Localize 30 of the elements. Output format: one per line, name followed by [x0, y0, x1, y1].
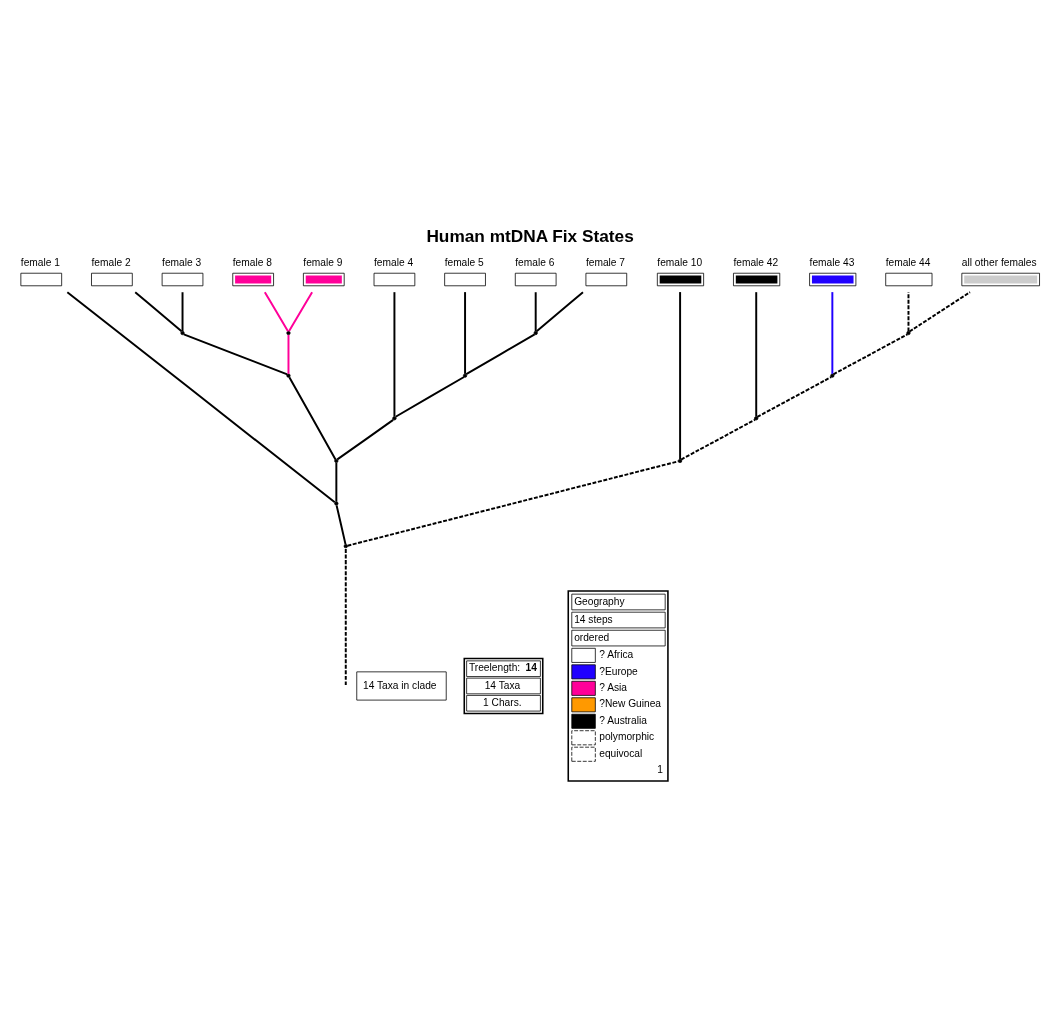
- node-label: female 10: [657, 256, 703, 268]
- label: 14 Taxa in clade: [363, 679, 437, 691]
- legend-label: ?Europe: [599, 665, 638, 677]
- node-label: female 6: [515, 256, 555, 268]
- node-label: female 7: [585, 256, 625, 268]
- legend-label: ? Australia: [599, 714, 647, 726]
- node-label: female 9: [303, 256, 343, 268]
- label: 14 steps: [574, 613, 613, 625]
- label: 1: [657, 763, 664, 775]
- node-label: female 44: [885, 256, 931, 268]
- node-label: female 42: [733, 256, 779, 268]
- legend-label: ? Asia: [599, 681, 628, 693]
- label: 14 Taxa: [484, 679, 521, 691]
- diagram-title: Human mtDNA Fix States: [426, 225, 634, 246]
- node-label: female 1: [20, 256, 60, 268]
- node-label: female 8: [232, 256, 272, 268]
- label: ordered: [574, 631, 610, 643]
- label: Treelength: 14: [468, 661, 537, 673]
- node-label: all other females: [961, 256, 1037, 268]
- node-label: female 43: [809, 256, 855, 268]
- node-label: female 3: [162, 256, 202, 268]
- legend-label: ? Africa: [599, 648, 634, 660]
- node-label: female 5: [444, 256, 484, 268]
- label: Geography: [574, 595, 625, 607]
- legend-label: ?New Guinea: [599, 697, 661, 709]
- node-label: female 4: [374, 256, 414, 268]
- label: 1 Chars.: [483, 696, 522, 708]
- legend-label: equivocal: [599, 747, 643, 759]
- node-label: female 2: [91, 256, 131, 268]
- legend-label: polymorphic: [599, 730, 655, 742]
